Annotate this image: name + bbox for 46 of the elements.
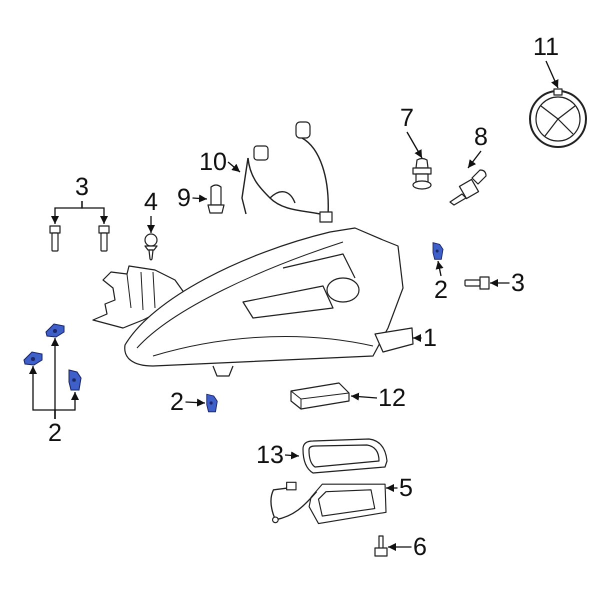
- callout-number: 3: [74, 173, 90, 201]
- bulb-drawing: [448, 168, 488, 206]
- leader-arrow: [192, 194, 208, 202]
- leader-arrow: [350, 392, 378, 401]
- leader-arrow: [54, 392, 79, 419]
- leader-arrow: [545, 60, 559, 88]
- callout-number: 12: [377, 384, 407, 412]
- leader-arrow: [406, 132, 423, 158]
- bolt-drawing: [464, 276, 490, 290]
- callout-number: 8: [472, 123, 490, 151]
- screw-drawing: [374, 535, 388, 557]
- callout-number: 2: [432, 276, 450, 304]
- clip-drawing: [205, 391, 219, 415]
- control-module-drawing: [289, 381, 351, 411]
- lamp-ring-drawing: [527, 88, 589, 150]
- leader-arrow: [413, 334, 422, 342]
- leader-arrow: [436, 260, 444, 276]
- leader-arrow: [467, 150, 482, 168]
- callout-number: 5: [398, 474, 414, 502]
- callout-number: 4: [142, 188, 160, 216]
- callout-number: 1: [422, 324, 438, 352]
- leader-arrow: [490, 279, 510, 287]
- leader-arrow: [388, 543, 412, 551]
- callout-number: 13: [255, 441, 285, 469]
- callout-number: 2: [46, 419, 64, 447]
- callout-number: 9: [176, 184, 192, 212]
- callout-number: 11: [531, 33, 561, 61]
- leader-arrow: [81, 201, 108, 224]
- callout-number: 10: [198, 148, 228, 176]
- callout-number: 2: [168, 388, 186, 416]
- bolt-drawing: [48, 224, 62, 252]
- clip-drawing: [22, 350, 44, 366]
- bulb-socket-drawing: [207, 183, 225, 215]
- leader-arrow: [147, 216, 155, 233]
- bolt-drawing: [97, 224, 111, 252]
- clip-drawing: [44, 322, 66, 338]
- screw-drawing: [143, 233, 159, 261]
- leader-arrow: [228, 162, 240, 172]
- callout-number: 3: [510, 269, 526, 297]
- clip-drawing: [67, 368, 83, 392]
- callout-number: 7: [398, 104, 416, 132]
- leader-arrow: [185, 398, 206, 407]
- headlamp-drawing: [93, 228, 413, 376]
- leader-arrow: [284, 451, 300, 460]
- leader-arrow: [386, 484, 398, 492]
- callout-number: 6: [412, 533, 428, 561]
